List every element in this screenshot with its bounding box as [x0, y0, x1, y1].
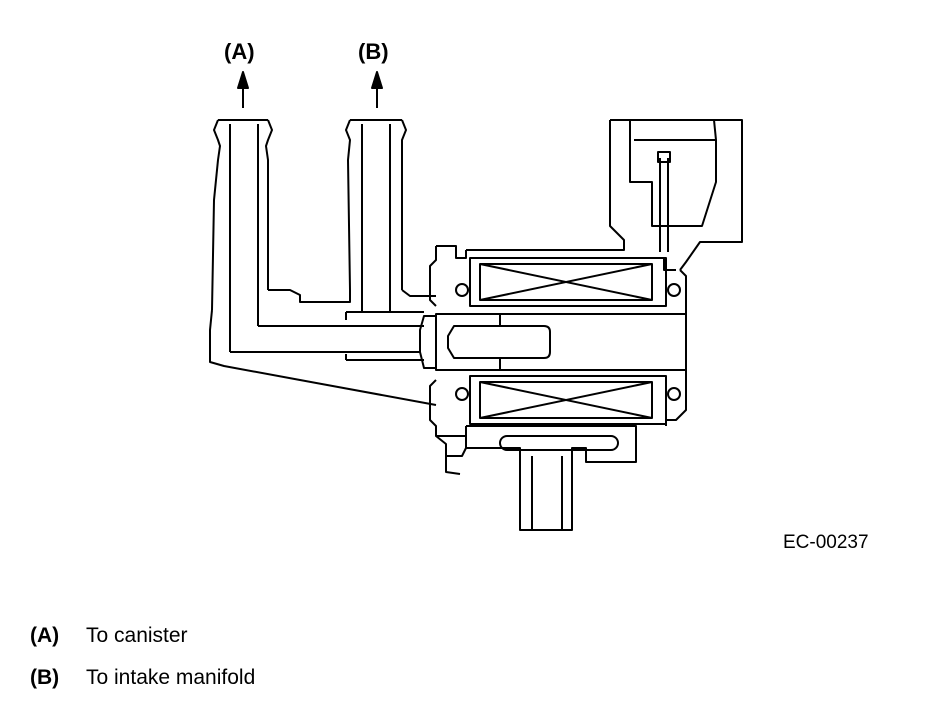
- solenoid-housing: [429, 245, 687, 463]
- upper-coil: [469, 257, 667, 307]
- port-a-tube: [211, 119, 273, 352]
- legend-text-b: To intake manifold: [86, 666, 256, 689]
- legend-key-b: (B): [30, 666, 60, 689]
- port-b-callout: (B): [358, 39, 389, 64]
- connector-housing: [466, 119, 743, 271]
- port-b-tube: [345, 119, 407, 312]
- figure-code: EC-00237: [783, 532, 869, 553]
- valve-body: [209, 289, 437, 406]
- legend-row-a: (A) To canister: [30, 624, 188, 648]
- lower-coil: [469, 375, 667, 425]
- plunger: [419, 313, 687, 371]
- legend-row-b: (B) To intake manifold: [30, 666, 255, 690]
- port-a-callout: (A): [224, 39, 255, 64]
- port-b-arrow: [371, 71, 383, 108]
- bottom-port: [435, 435, 636, 531]
- legend-text-a: To canister: [86, 624, 188, 647]
- port-a-arrow: [237, 71, 249, 108]
- legend-key-a: (A): [30, 624, 60, 647]
